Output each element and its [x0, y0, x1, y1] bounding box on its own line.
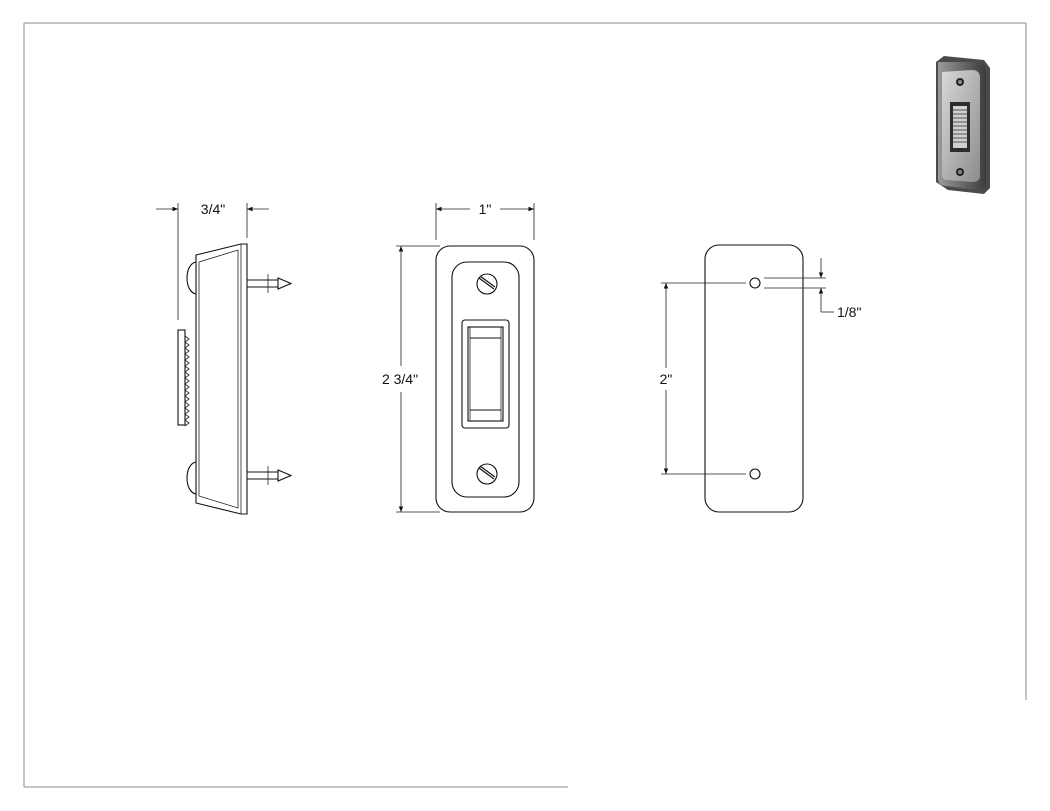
mounting-nail [247, 274, 293, 293]
front-height-label: 2 3/4" [382, 371, 418, 387]
side-view [156, 203, 293, 515]
mounting-nail [247, 466, 293, 485]
mounting-hole [749, 277, 761, 289]
back-view [661, 244, 834, 513]
hole-offset-label: 1/8" [837, 304, 861, 320]
mounting-hole [749, 468, 761, 480]
hole-spacing-label: 2" [660, 371, 673, 387]
screw-head [476, 273, 498, 295]
doorbell-button-icon [936, 56, 990, 194]
push-button [461, 319, 510, 429]
side-depth-label: 3/4" [201, 201, 225, 217]
front-width-label: 1" [479, 201, 492, 217]
front-view [396, 203, 535, 513]
screw-head [476, 463, 498, 485]
sheet-frame [23, 22, 1027, 788]
